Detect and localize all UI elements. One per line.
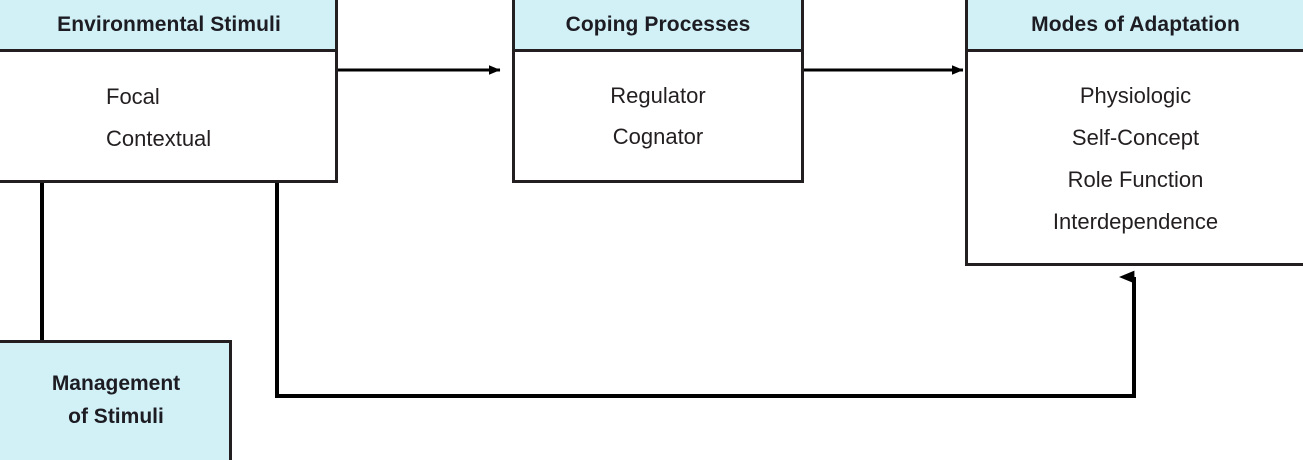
mode-item-self-concept: Self-Concept: [1071, 125, 1200, 150]
box-environmental-stimuli-header: Environmental Stimuli: [0, 0, 335, 52]
box-coping-processes-body: Regulator Cognator: [515, 52, 801, 157]
coping-item-regulator: Regulator: [610, 83, 706, 108]
box-coping-processes-header: Coping Processes: [515, 0, 801, 52]
box-management-of-stimuli[interactable]: Management of Stimuli: [0, 340, 232, 460]
management-label-line2: of Stimuli: [68, 405, 164, 428]
box-coping-processes[interactable]: Coping Processes Regulator Cognator: [512, 0, 804, 183]
management-label-line1: Management: [51, 372, 181, 395]
mode-item-interdependence: Interdependence: [1052, 209, 1219, 234]
box-modes-of-adaptation[interactable]: Modes of Adaptation Physiologic Self-Con…: [965, 0, 1303, 266]
box-management-of-stimuli-body: Management of Stimuli: [0, 343, 229, 433]
box-modes-of-adaptation-header: Modes of Adaptation: [968, 0, 1303, 52]
box-environmental-stimuli[interactable]: Environmental Stimuli Focal Contextual: [0, 0, 338, 183]
mode-item-physiologic: Physiologic: [1079, 83, 1192, 108]
stimulus-label-focal: Focal: [106, 84, 160, 109]
box-modes-of-adaptation-body: Physiologic Self-Concept Role Function I…: [968, 52, 1303, 243]
mode-item-role-function: Role Function: [1067, 167, 1204, 192]
connector-modes-feedback: [275, 181, 1136, 398]
stimulus-label-contextual: Contextual: [106, 126, 212, 151]
coping-item-cognator: Cognator: [612, 124, 704, 149]
